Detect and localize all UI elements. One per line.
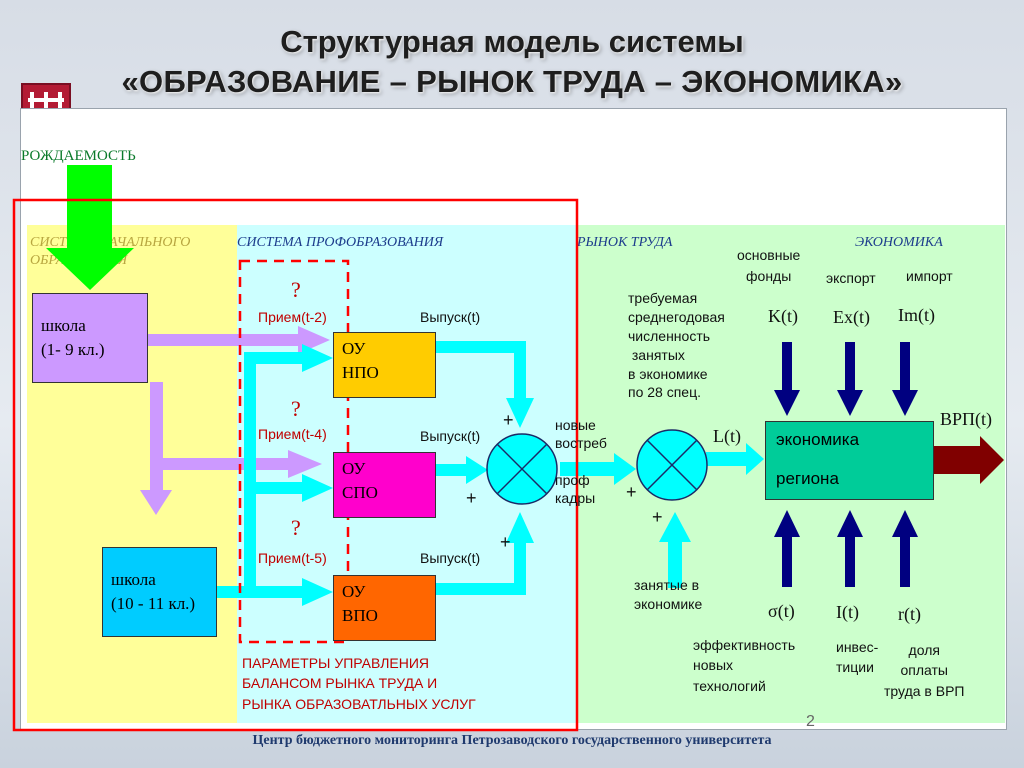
question-mark-3: ? — [291, 515, 301, 540]
question-mark-1: ? — [291, 277, 301, 302]
grp-label: ВРП(t) — [940, 409, 993, 429]
Im-label: Im(t) — [898, 305, 935, 325]
plus-sign: + — [626, 482, 637, 502]
employed-label: занятые в экономике — [634, 577, 703, 612]
import-label: импорт — [906, 268, 953, 284]
institution-npo: ОУ НПО — [333, 332, 436, 398]
school-grades-1-9: школа (1- 9 кл.) — [32, 293, 148, 383]
tech-efficiency-label: эффективность новых технологий — [693, 637, 796, 694]
birth-rate-label: РОЖДАЕМОСТЬ — [21, 148, 136, 164]
output-npo: Выпуск(t) — [420, 309, 481, 325]
Ex-label: Ex(t) — [833, 307, 870, 327]
economy-label: ЭКОНОМИКА — [855, 235, 943, 250]
r-label: r(t) — [898, 604, 921, 624]
cyan-intake-arrows — [217, 344, 333, 606]
vocational-education-label: СИСТЕМА ПРОФОБРАЗОВАНИЯ — [237, 235, 444, 250]
plus-sign: + — [652, 507, 663, 527]
title-line-2: «ОБРАЗОВАНИЕ – РЫНОК ТРУДА – ЭКОНОМИКА» — [121, 64, 903, 99]
output-spo: Выпуск(t) — [420, 428, 481, 444]
K-label: K(t) — [768, 306, 798, 326]
institution-vpo: ОУ ВПО — [333, 575, 436, 641]
regional-economy-box: экономика региона — [765, 421, 934, 500]
investment-label: инвес- тиции — [836, 639, 879, 676]
footer-text: Центр бюджетного мониторинга Петрозаводс… — [252, 733, 772, 748]
required-labor-label: требуемая среднегодовая численность заня… — [628, 290, 725, 401]
grp-arrow — [934, 436, 1004, 484]
institution-spo: ОУ СПО — [333, 452, 436, 518]
lilac-arrows — [140, 326, 330, 515]
plus-sign: + — [503, 410, 514, 430]
navy-input-arrows — [774, 342, 918, 587]
question-mark-2: ? — [291, 396, 301, 421]
plus-sign: + — [466, 488, 477, 508]
output-vpo: Выпуск(t) — [420, 550, 481, 566]
page-number: 2 — [806, 713, 815, 730]
I-label: I(t) — [836, 602, 859, 622]
export-label: экспорт — [826, 270, 876, 286]
fixed-assets-label: основные фонды — [737, 247, 801, 284]
birth-rate-arrow — [46, 165, 134, 290]
red-control-frame — [12, 198, 579, 732]
plus-sign: + — [500, 532, 511, 552]
summing-node-1 — [486, 433, 558, 505]
school-grades-10-11: школа (10 - 11 кл.) — [102, 547, 217, 637]
cyan-output-arrows — [436, 341, 764, 595]
labor-market-label: РЫНОК ТРУДА — [577, 235, 673, 250]
dashed-control-frame — [238, 259, 350, 644]
control-parameters-label: ПАРАМЕТРЫ УПРАВЛЕНИЯ БАЛАНСОМ РЫНКА ТРУД… — [242, 655, 476, 712]
labor-L-label: L(t) — [713, 426, 741, 446]
title-line-1: Структурная модель системы — [280, 24, 744, 59]
intake-spo: Прием(t-4) — [258, 426, 327, 442]
intake-npo: Прием(t-2) — [258, 309, 327, 325]
summing-node-2 — [636, 429, 708, 501]
wage-share-label: доля оплаты труда в ВРП — [884, 642, 965, 699]
new-demand-label: новые востреб проф кадры — [555, 417, 607, 506]
sigma-label: σ(t) — [768, 601, 795, 621]
intake-vpo: Прием(t-5) — [258, 550, 327, 566]
